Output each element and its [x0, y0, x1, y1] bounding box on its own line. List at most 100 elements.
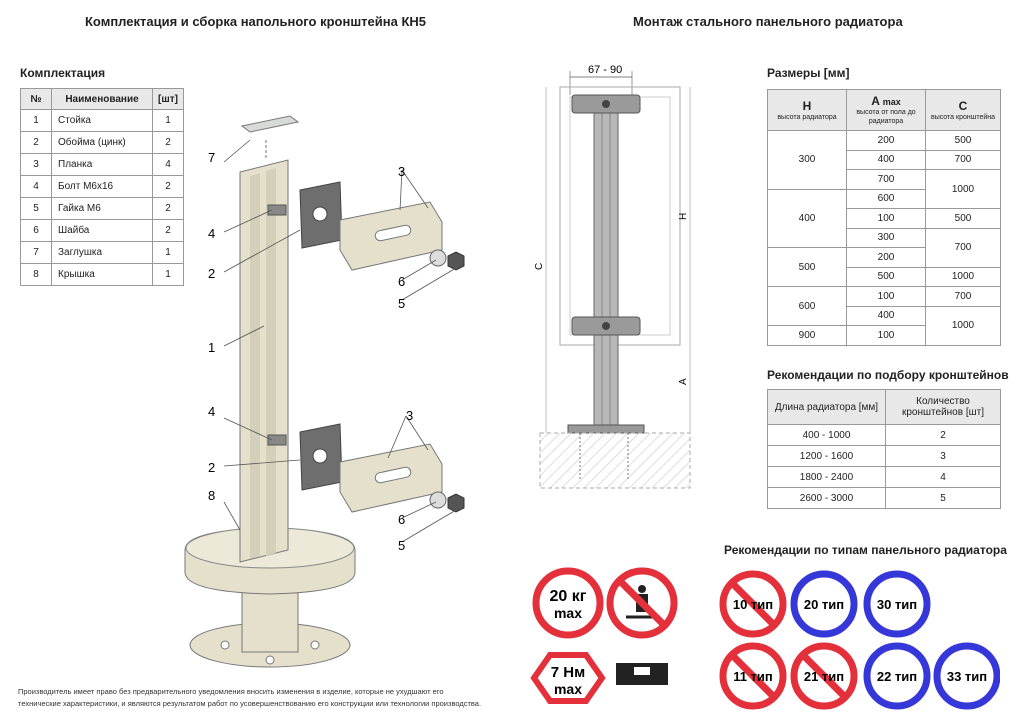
- weight-line1: 20 кг: [550, 588, 587, 605]
- callout-label: 6: [398, 274, 405, 289]
- left-title: Комплектация и сборка напольного кронште…: [85, 14, 426, 29]
- count-cell: 3: [885, 445, 1001, 467]
- col-h-sub: высота радиатора: [777, 113, 837, 121]
- col-a-sub: высота от пола до радиатора: [856, 109, 916, 125]
- callout-label: 8: [208, 488, 215, 503]
- a-cell: 100: [846, 208, 926, 229]
- kit-num: 6: [20, 219, 52, 242]
- count-cell: 2: [885, 424, 1001, 446]
- radiator-outline: [559, 86, 681, 346]
- kit-num: 1: [20, 109, 52, 132]
- type-allowed: 30 тип: [863, 570, 931, 638]
- kit-num: 5: [20, 197, 52, 220]
- base-hole: [220, 640, 230, 650]
- cap: [240, 115, 300, 133]
- types-heading: Рекомендации по типам панельного радиато…: [724, 543, 1007, 557]
- a-cell: 100: [846, 325, 926, 346]
- type-not-allowed: 11 тип: [719, 642, 787, 710]
- washer: [429, 491, 447, 509]
- footer-line: технические характеристики, и являются р…: [18, 699, 482, 708]
- plate-slot: [374, 224, 412, 242]
- base-hole: [265, 655, 275, 665]
- floor: [539, 432, 691, 489]
- h-cell: 300: [767, 130, 847, 190]
- kit-heading: Комплектация: [20, 66, 106, 80]
- stand: [239, 159, 289, 563]
- type-label: 22 тип: [877, 669, 917, 684]
- torque-limit-icon: [530, 652, 606, 704]
- callout-label: 3: [398, 164, 405, 179]
- type-label: 11 тип: [733, 669, 773, 684]
- c-cell: 500: [925, 130, 1001, 151]
- kit-name: Обойма (цинк): [51, 131, 153, 154]
- kit-qty: 2: [152, 131, 184, 154]
- kit-num: 4: [20, 175, 52, 198]
- warning-signs: 20 кг max 7 Нм max: [530, 567, 678, 704]
- kit-name: Болт М6х16: [51, 175, 153, 198]
- kit-qty: 1: [152, 241, 184, 264]
- col-count: Количество кронштейнов [шт]: [885, 389, 1001, 425]
- nut: [447, 251, 465, 271]
- width-label: 67 - 90: [588, 64, 622, 76]
- c-cell: 700: [925, 149, 1001, 170]
- a-cell: 500: [846, 266, 926, 287]
- col-a: A: [871, 94, 880, 108]
- drawing-foot: [567, 424, 645, 434]
- recommend-heading: Рекомендации по подбору кронштейнов: [767, 368, 1009, 382]
- col-c-sub: высота кронштейна: [930, 113, 996, 121]
- plate-slot: [374, 466, 412, 484]
- a-cell: 200: [846, 130, 926, 151]
- nut: [447, 493, 465, 513]
- callout-label: 1: [208, 340, 215, 355]
- h-cell: 400: [767, 188, 847, 248]
- kit-col-name: Наименование: [51, 88, 153, 110]
- count-cell: 4: [885, 466, 1001, 488]
- kit-num: 8: [20, 263, 52, 286]
- base-hole: [310, 640, 320, 650]
- bolt: [267, 434, 287, 446]
- c-cell: 500: [925, 208, 1001, 229]
- type-label: 10 тип: [733, 597, 773, 612]
- leader-lines: [223, 139, 457, 543]
- kit-col-num: №: [20, 88, 52, 110]
- callout-label: 7: [208, 150, 215, 165]
- callout-label: 5: [398, 296, 405, 311]
- callout-label: 3: [406, 408, 413, 423]
- washer: [429, 249, 447, 267]
- torque-line1: 7 Нм: [551, 664, 585, 681]
- footer-line: Производитель имеет право без предварите…: [18, 687, 444, 696]
- callout-label: 4: [208, 404, 215, 419]
- col-h: H: [802, 98, 812, 113]
- sizes-heading: Размеры [мм]: [767, 66, 850, 80]
- type-label: 33 тип: [947, 669, 987, 684]
- type-label: 21 тип: [804, 669, 844, 684]
- type-allowed: 33 тип: [933, 642, 1000, 710]
- recommend-table: Длина радиатора [мм] Количество кронштей…: [767, 389, 1001, 509]
- kit-name: Стойка: [51, 109, 153, 132]
- h-cell: 900: [767, 325, 847, 346]
- kit-num: 3: [20, 153, 52, 176]
- kit-name: Гайка М6: [51, 197, 153, 220]
- h-cell: 500: [767, 247, 847, 287]
- type-not-allowed: 10 тип: [719, 570, 787, 638]
- kit-num: 7: [20, 241, 52, 264]
